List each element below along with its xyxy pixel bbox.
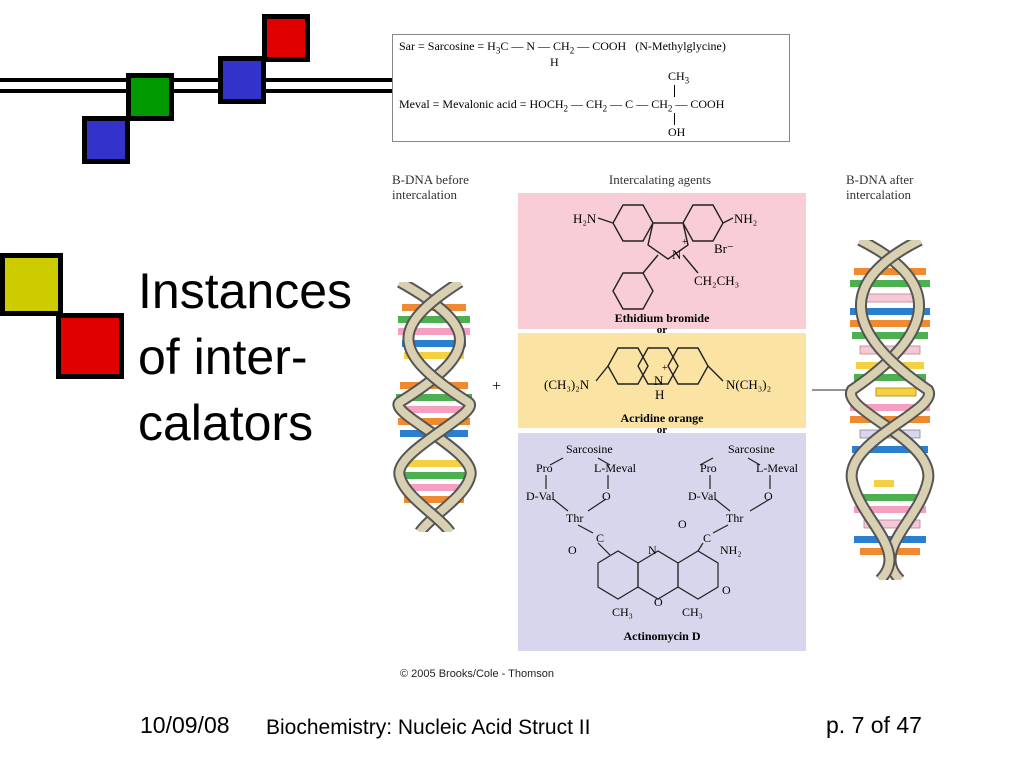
act-o1: O bbox=[602, 489, 611, 503]
actinomycin-name: Actinomycin D bbox=[623, 629, 701, 643]
dna-before-helix bbox=[392, 282, 477, 532]
actinomycin-panel: Sarcosine Sarcosine Pro Pro L-Meval L-Me… bbox=[518, 433, 806, 651]
ethidium-ethyl: CH₂CH₃ bbox=[694, 273, 740, 288]
ethidium-nh2: NH₂ bbox=[734, 211, 758, 226]
act-sarc2: Sarcosine bbox=[728, 442, 775, 456]
footer-page: p. 7 of 47 bbox=[826, 712, 922, 738]
act-pro1: Pro bbox=[536, 461, 553, 475]
act-thr2: Thr bbox=[726, 511, 744, 525]
acridine-name: Acridine orange bbox=[620, 411, 704, 425]
plus-sign: + bbox=[492, 378, 502, 395]
copyright: © 2005 Brooks/Cole - Thomson bbox=[400, 668, 555, 680]
mevalonic-definition: Meval = Mevalonic acid = HOCH2 — CH2 — C… bbox=[399, 97, 725, 114]
act-o3: O bbox=[568, 543, 577, 557]
act-o6: O bbox=[722, 583, 731, 597]
ethidium-charge: + bbox=[682, 237, 688, 248]
sarcosine-definition: Sar = Sarcosine = H3C — N — CH2 — COOH (… bbox=[399, 39, 726, 56]
act-n: N bbox=[648, 543, 657, 557]
bond-line bbox=[674, 113, 675, 125]
decor-bar-top bbox=[0, 78, 395, 82]
meval-oh: OH bbox=[668, 125, 686, 139]
ethidium-n: N bbox=[672, 247, 682, 262]
act-sarc1: Sarcosine bbox=[566, 442, 613, 456]
decor-square-red-mid bbox=[56, 313, 124, 379]
ethidium-br: Br⁻ bbox=[714, 241, 734, 256]
decor-square-blue-top bbox=[218, 56, 266, 104]
acridine-panel: (CH₃)₂N N(CH₃)₂ N + H Acridine orange bbox=[518, 333, 806, 428]
definitions-box: Sar = Sarcosine = H3C — N — CH2 — COOH (… bbox=[392, 34, 790, 142]
act-c1: C bbox=[596, 531, 605, 545]
act-ch3a: CH₃ bbox=[612, 605, 633, 619]
or-separator-2: or bbox=[656, 424, 668, 436]
act-dval2: D-Val bbox=[688, 489, 717, 503]
title-line-2: of inter- bbox=[138, 329, 308, 385]
act-ch3b: CH₃ bbox=[682, 605, 703, 619]
ethidium-name: Ethidium bromide bbox=[614, 311, 710, 325]
footer-date: 10/09/08 bbox=[140, 712, 230, 738]
or-separator-1: or bbox=[656, 324, 668, 336]
ethidium-h2n: H₂N bbox=[573, 211, 597, 226]
decor-square-red-top bbox=[262, 14, 310, 62]
act-meval1: L-Meval bbox=[594, 461, 636, 475]
decor-square-blue-left bbox=[82, 116, 130, 164]
footer-course: Biochemistry: Nucleic Acid Struct II bbox=[266, 716, 591, 739]
dna-after-helix bbox=[845, 240, 935, 580]
acridine-h: H bbox=[655, 387, 665, 402]
act-nh2: NH₂ bbox=[720, 543, 742, 557]
decor-bar-top-2 bbox=[0, 89, 395, 93]
act-pro2: Pro bbox=[700, 461, 717, 475]
slide-title: Instances of inter- calators bbox=[138, 258, 398, 456]
meval-ch3: CH3 bbox=[668, 69, 690, 86]
acridine-structure bbox=[595, 347, 724, 385]
bond-line bbox=[674, 85, 675, 97]
act-meval2: L-Meval bbox=[756, 461, 798, 475]
decor-square-yellow bbox=[0, 253, 63, 316]
act-o4: O bbox=[678, 517, 687, 531]
actinomycin-structure bbox=[545, 457, 771, 600]
title-line-1: Instances bbox=[138, 263, 353, 319]
ethidium-panel: H₂N NH₂ N + Br⁻ CH₂CH₃ Ethidium bromide bbox=[518, 193, 806, 329]
sarcosine-h: H bbox=[550, 55, 559, 69]
acridine-charge: + bbox=[662, 363, 668, 374]
ethidium-structure bbox=[597, 204, 734, 310]
acridine-right: N(CH₃)₂ bbox=[726, 377, 772, 392]
act-thr1: Thr bbox=[566, 511, 584, 525]
label-agents: Intercalating agents bbox=[608, 172, 712, 187]
act-dval1: D-Val bbox=[526, 489, 555, 503]
act-o2: O bbox=[764, 489, 773, 503]
act-o5: O bbox=[654, 595, 663, 609]
title-line-3: calators bbox=[138, 395, 314, 451]
decor-square-green bbox=[126, 73, 174, 121]
acridine-n: N bbox=[654, 373, 664, 388]
act-c2: C bbox=[703, 531, 712, 545]
acridine-left: (CH₃)₂N bbox=[544, 377, 590, 392]
